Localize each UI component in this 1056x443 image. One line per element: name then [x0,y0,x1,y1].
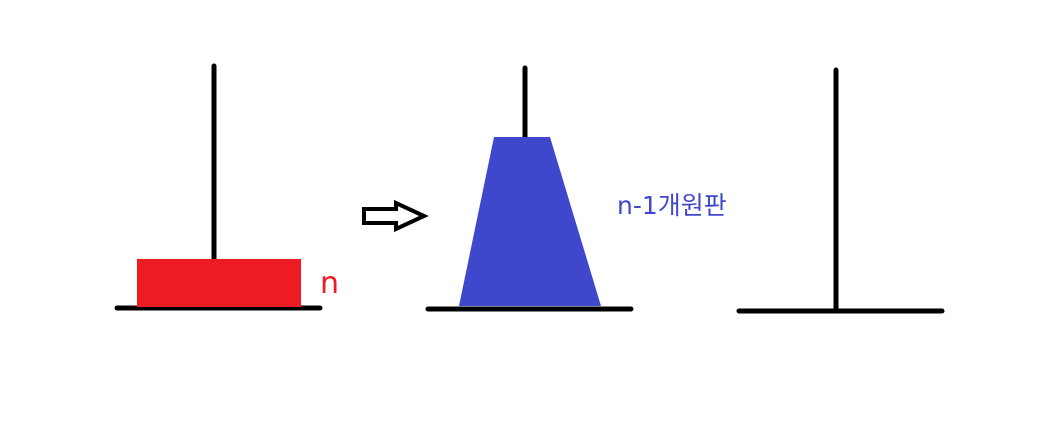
peg-1 [114,63,323,311]
stack-n-minus-1-label: n-1개원판 [617,191,727,220]
stack-n-minus-1 [459,137,601,306]
peg-3 [736,67,945,314]
right-arrow-icon [362,199,429,233]
peg-2 [425,65,634,312]
disk-n-label: n [320,266,339,301]
disk-n [137,259,301,307]
